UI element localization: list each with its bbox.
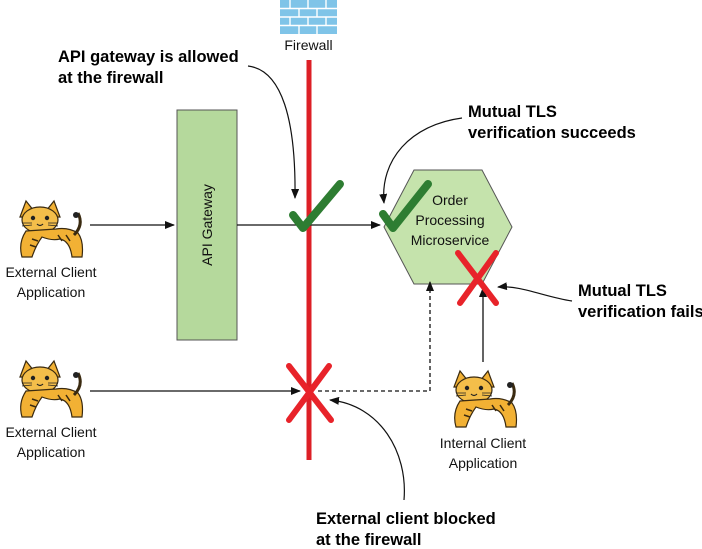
external-client-top-line2: Application xyxy=(17,284,86,300)
internal-client-icon xyxy=(452,369,518,429)
api-gateway-box xyxy=(176,109,238,341)
mtls-fail-callout-arrow xyxy=(497,282,573,302)
external-client-top-line1: External Client xyxy=(5,264,96,280)
firewall-blocked-cross-icon xyxy=(286,363,334,423)
brick-wall-icon xyxy=(280,0,337,34)
firewall-check-icon xyxy=(289,180,344,232)
firewall-label: Firewall xyxy=(284,37,332,53)
gateway-allowed-note-line2: at the firewall xyxy=(58,69,163,87)
mtls-fail-cross-icon xyxy=(455,250,499,306)
gateway-allowed-callout-arrow xyxy=(247,65,300,199)
mtls-success-check-icon xyxy=(379,180,432,232)
internal-client-line1: Internal Client xyxy=(440,435,526,451)
external-blocked-note-line1: External client blocked xyxy=(316,510,496,528)
mtls-fail-note-line2: verification fails xyxy=(578,303,702,321)
service-name-line1: Order xyxy=(432,192,468,208)
mtls-success-note-line2: verification succeeds xyxy=(468,124,636,142)
external-blocked-callout-arrow xyxy=(329,396,405,501)
external-client-top-icon xyxy=(18,199,84,259)
api-gateway-label: API Gateway xyxy=(199,184,215,266)
external-client-bottom-line1: External Client xyxy=(5,424,96,440)
mtls-fail-note-line1: Mutual TLS xyxy=(578,282,667,300)
service-name-line3: Microservice xyxy=(411,232,490,248)
external-client-bottom-line2: Application xyxy=(17,444,86,460)
service-name-line2: Processing xyxy=(415,212,484,228)
blocked-dashed-path xyxy=(318,281,434,392)
external-client-bottom-icon xyxy=(18,359,84,419)
external-blocked-note-line2: at the firewall xyxy=(316,531,421,549)
internal-client-line2: Application xyxy=(449,455,518,471)
gateway-allowed-note-line1: API gateway is allowed xyxy=(58,48,239,66)
mtls-success-callout-arrow xyxy=(379,117,463,204)
mtls-success-note-line1: Mutual TLS xyxy=(468,103,557,121)
